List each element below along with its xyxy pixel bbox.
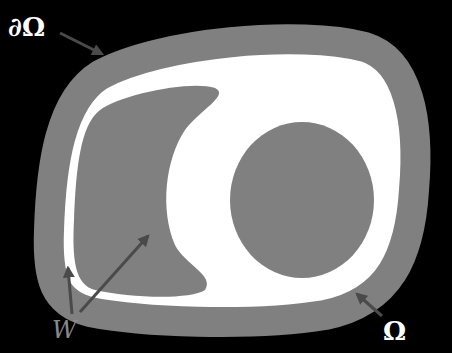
right-gray-region	[230, 122, 374, 278]
domain-region	[49, 39, 416, 322]
leader-arrow	[80, 236, 148, 312]
leader-arrow	[68, 268, 72, 314]
region-label: ∂Ω	[8, 14, 45, 40]
region-label: W	[52, 318, 77, 342]
leader-arrow	[60, 33, 102, 54]
region-label: Ω	[383, 318, 406, 344]
left-gray-region	[73, 86, 219, 297]
leader-arrow	[357, 294, 382, 316]
